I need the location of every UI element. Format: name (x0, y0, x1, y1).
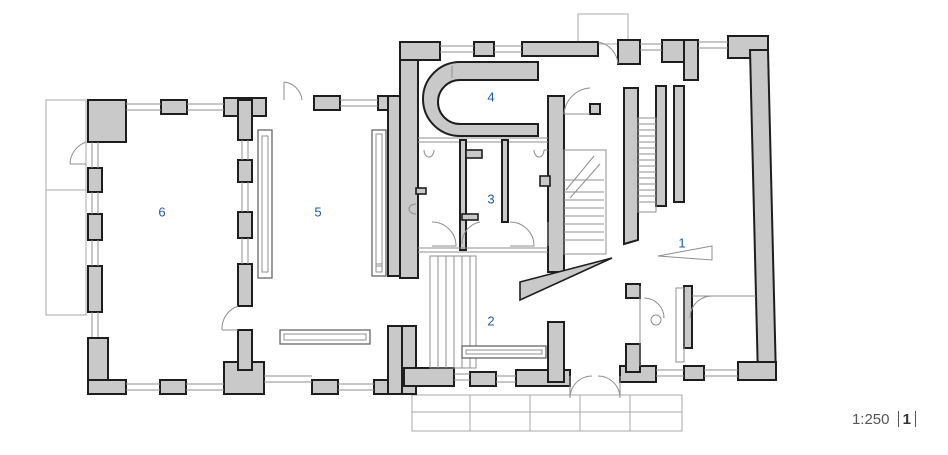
room-label-3: 3 (487, 191, 494, 206)
scale-indicator: 1:250 1 (852, 411, 920, 428)
room-3-toilets (408, 137, 551, 253)
room-label-2: 2 (487, 313, 494, 328)
sheet-number: 1 (902, 411, 911, 428)
scale-separator (897, 411, 899, 427)
room-5-fixtures (257, 129, 387, 345)
room-4-counter (422, 61, 539, 137)
scale-ratio: 1:250 (851, 411, 890, 428)
site-context-lines (45, 13, 683, 432)
room-label-1: 1 (678, 235, 685, 250)
right-wing-doors (563, 41, 756, 399)
room-labels: 1 2 3 4 5 6 (158, 89, 685, 328)
stairs (429, 117, 657, 369)
room-label-4: 4 (487, 89, 494, 104)
scale-separator-end (915, 411, 916, 427)
left-wing-walls (87, 95, 417, 395)
room-label-6: 6 (158, 204, 165, 219)
left-wing-doors (69, 81, 303, 331)
room-label-5: 5 (314, 204, 321, 219)
